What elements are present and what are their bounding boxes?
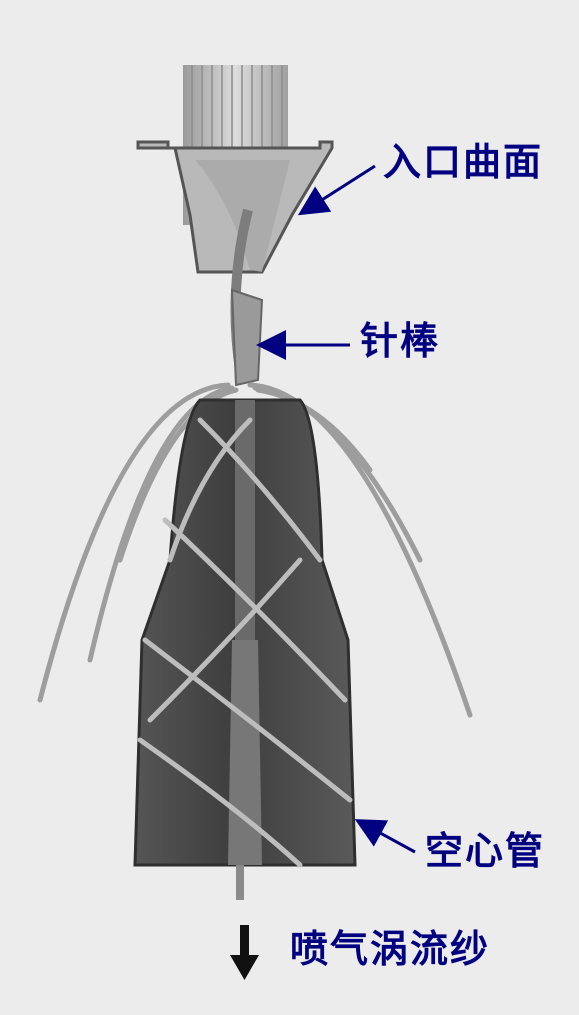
label-inlet-surface: 入口曲面: [383, 143, 543, 181]
label-needle-rod: 针棒: [360, 322, 440, 360]
label-output-yarn: 喷气涡流纱: [290, 930, 490, 968]
arrow-down-icon: [230, 925, 259, 980]
needle-rod: [232, 290, 262, 385]
label-hollow-tube: 空心管: [425, 832, 545, 870]
